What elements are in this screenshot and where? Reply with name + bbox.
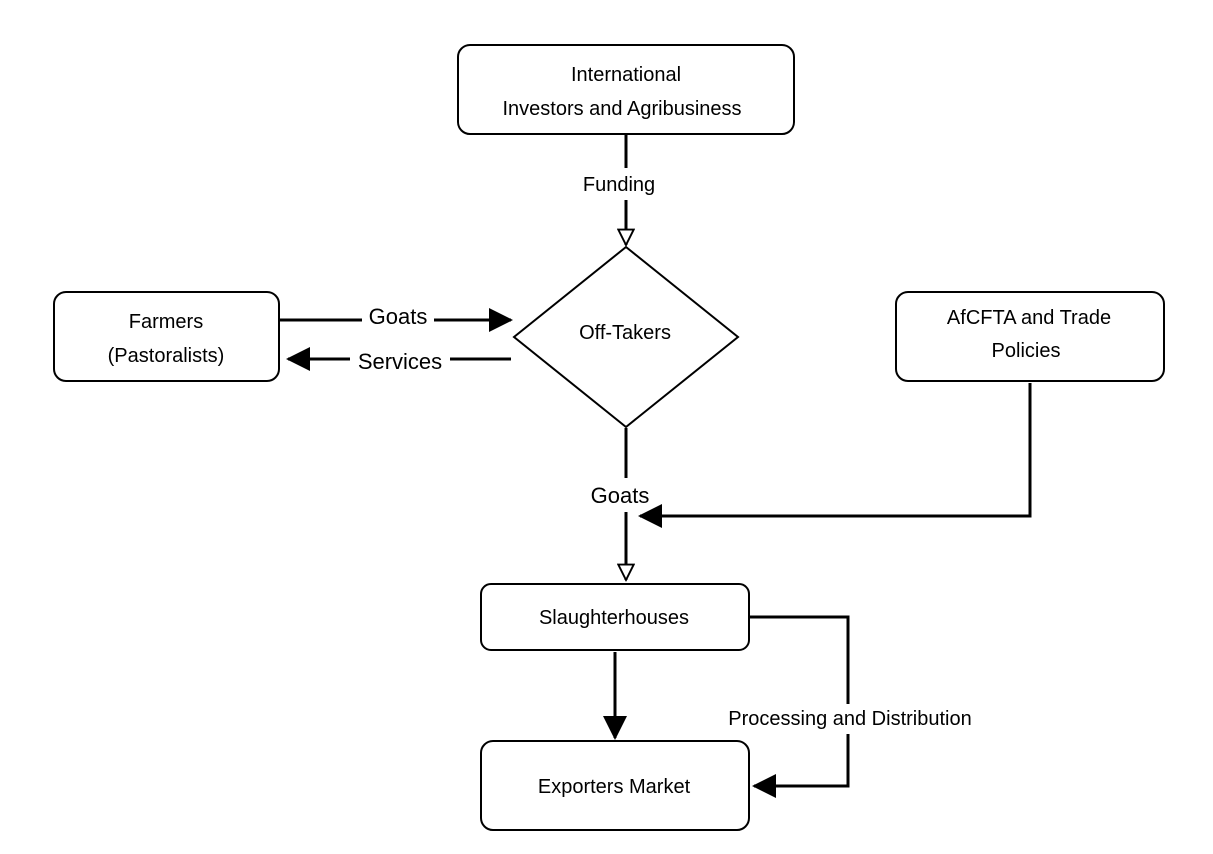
investors-line1: International (571, 64, 681, 86)
funding-label: Funding (583, 174, 655, 196)
slaughterhouses-label: Slaughterhouses (539, 607, 689, 629)
offtakers-label: Off-Takers (579, 322, 671, 344)
processing-edge (750, 615, 850, 798)
farmers-line1: Farmers (129, 311, 203, 333)
farmers-node: Farmers (Pastoralists) (53, 291, 280, 382)
afcfta-node: AfCFTA and Trade Policies (895, 291, 1165, 382)
afcfta-line1: AfCFTA and Trade (947, 307, 1111, 329)
farmers-line2: (Pastoralists) (108, 345, 225, 367)
services-label: Services (358, 349, 442, 374)
investors-line2: Investors and Agribusiness (502, 98, 741, 120)
afcfta-line2: Policies (992, 340, 1061, 362)
processing-label: Processing and Distribution (728, 708, 971, 730)
exporters-label: Exporters Market (538, 776, 691, 798)
goats-slaughter-label: Goats (591, 483, 650, 508)
offtakers-node: Off-Takers (512, 245, 740, 429)
investors-node: International Investors and Agribusiness (457, 44, 795, 135)
goats-farmers-label: Goats (369, 304, 428, 329)
exporters-node: Exporters Market (480, 740, 750, 831)
policy-edge (638, 383, 1032, 528)
slaughterhouses-node: Slaughterhouses (480, 583, 750, 651)
